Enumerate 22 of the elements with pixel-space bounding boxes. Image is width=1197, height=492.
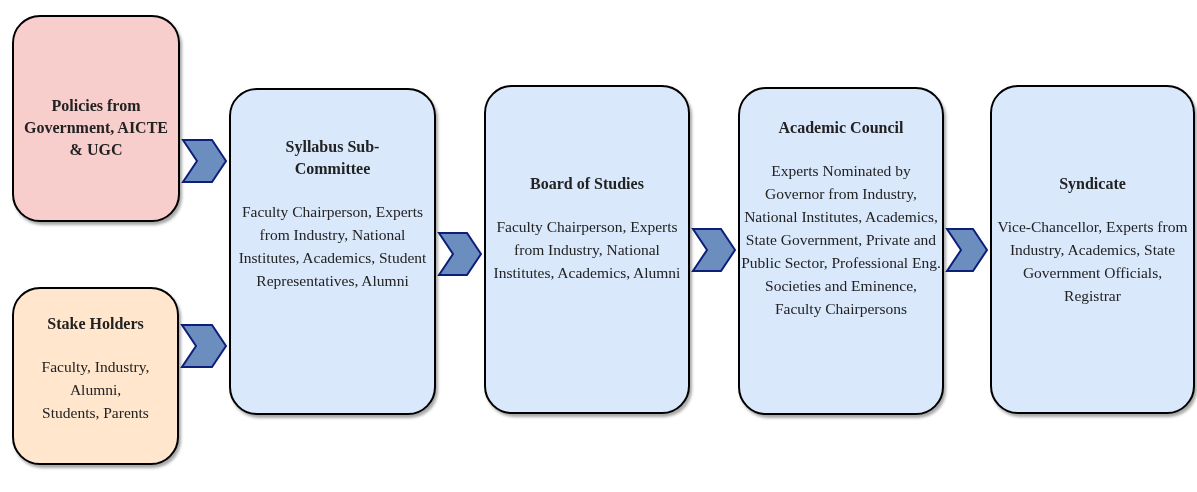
box-body-text: Vice-Chancellor, Experts from Industry, Academics, State Government Officials, Registrar: [997, 217, 1188, 306]
box-heading: Stake Holders: [47, 314, 144, 334]
box-heading: Board of Studies: [530, 174, 644, 194]
rounded-box: [484, 85, 690, 414]
rounded-box: [990, 85, 1195, 414]
box-heading: Academic Council: [778, 118, 904, 138]
rounded-box: [12, 15, 180, 222]
chevron-arrow: [180, 324, 228, 368]
box-body-text: Faculty, Industry, Alumni, Students, Parents: [40, 357, 151, 423]
chevron-arrow: [691, 228, 737, 272]
box-body-text: Faculty Chairperson, Experts from Industry, National Institutes, Academics, Alumni: [492, 217, 682, 283]
box-heading: Syllabus Sub-Committee: [284, 137, 381, 179]
rounded-box: [738, 87, 944, 415]
box-heading: Policies from Government, AICTE & UGC: [23, 96, 169, 160]
box-heading: Syndicate: [1059, 174, 1126, 195]
rounded-box: [12, 287, 179, 465]
rounded-box: [229, 88, 436, 415]
box-body-text: Faculty Chairperson, Experts from Industry, National Institutes, Academics, Student Representatives, Alumni: [237, 202, 428, 291]
chevron-arrow: [181, 139, 228, 183]
box-body-text: Experts Nominated by Governor from Industry, National Institutes, Academics, State Government, Private and Public Sector, Professional Eng. Societies and Eminence, Faculty Chairpersons: [741, 161, 941, 319]
chevron-arrow: [945, 228, 989, 272]
chevron-arrow: [437, 232, 483, 276]
